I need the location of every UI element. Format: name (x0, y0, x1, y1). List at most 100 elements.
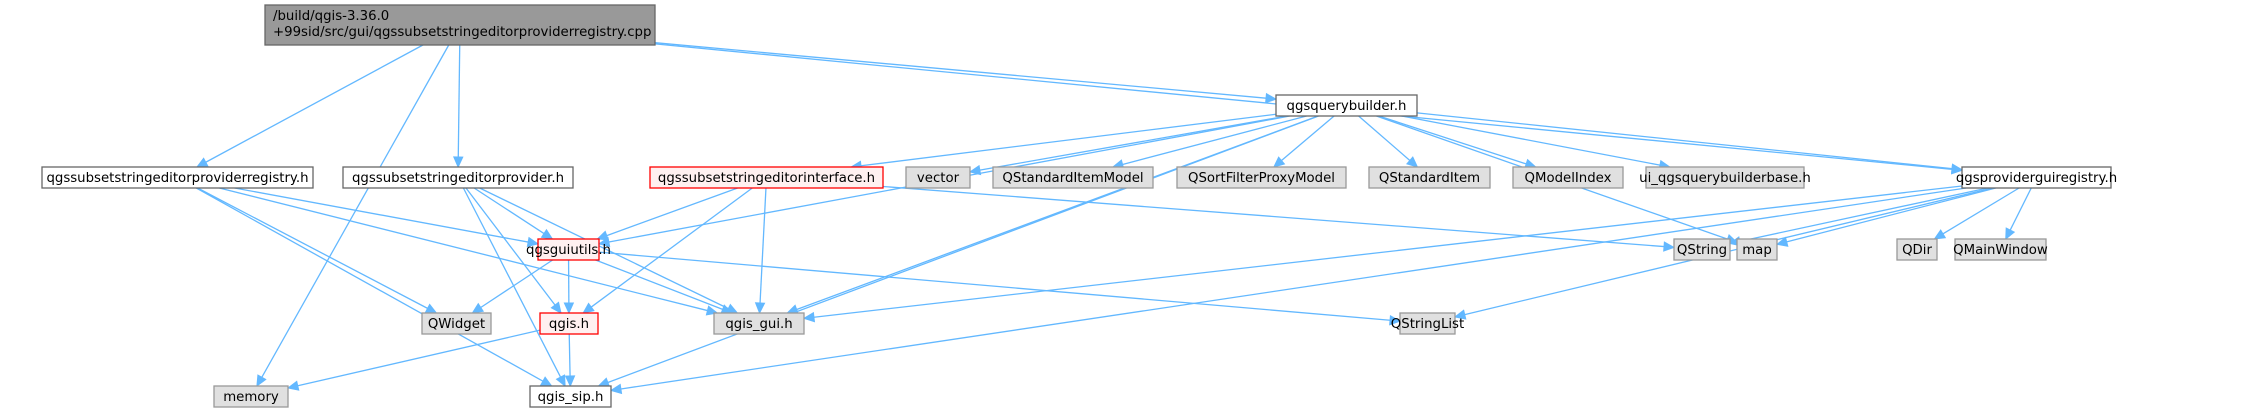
node-label: qgsproviderguiregistry.h (1956, 171, 2117, 186)
node-box (1176, 166, 1347, 189)
node-label: QModelIndex (1525, 171, 1612, 186)
arrowhead-icon (256, 374, 267, 388)
arrowhead-icon (596, 230, 610, 241)
edge-line (590, 187, 753, 308)
edge-registry_h-to-qwidget (197, 187, 438, 314)
edge-line (234, 187, 529, 243)
arrowhead-icon (802, 311, 816, 323)
node-label: QStringList (1391, 317, 1464, 332)
arrowhead-icon (1663, 241, 1676, 252)
edge-line (568, 333, 571, 377)
edge-guiregistry-to-map (1775, 187, 1996, 247)
edge-line (759, 187, 767, 304)
arrowhead-icon (582, 302, 595, 314)
node-qmainwindow: QMainWindow (1953, 238, 2048, 261)
node-map: map (1736, 238, 1778, 261)
arrowhead-icon (550, 301, 562, 314)
node-label: QWidget (428, 317, 485, 332)
edge-line (1122, 115, 1307, 166)
node-qstring: QString (1673, 238, 1731, 261)
node-label: qgssubsetstringeditorinterface.h (658, 171, 875, 186)
edge-guiutils-to-qwidget (471, 259, 553, 314)
edge-guiregistry-to-qgis_sip (609, 187, 1967, 395)
edge-root-to-provider_h (453, 44, 464, 169)
node-registry_h[interactable]: qgssubsetstringeditorproviderregistry.h (41, 166, 314, 189)
edge-line (205, 44, 424, 163)
arrowhead-icon (540, 228, 554, 240)
edge-line (219, 187, 708, 312)
edge-line (457, 44, 461, 158)
node-qstandarditemmodel: QStandardItemModel (992, 166, 1154, 189)
edge-querybuilder-to-interface_h (849, 113, 1277, 171)
edge-line (882, 185, 1665, 248)
node-provider_h[interactable]: qgssubsetstringeditorprovider.h (342, 166, 574, 189)
node-box (992, 166, 1154, 189)
arrowhead-icon (563, 302, 575, 315)
node-qgis_h[interactable]: qgis.h (539, 312, 599, 335)
arrowhead-icon (1406, 156, 1419, 168)
edge-line (1786, 187, 1996, 243)
edge-guiutils-to-qstringlist (598, 251, 1402, 326)
arrowhead-icon (968, 164, 982, 176)
node-box (1399, 312, 1456, 335)
edge-provider_h-to-qgis_h (465, 187, 562, 314)
edge-line (473, 187, 545, 235)
node-label: memory (223, 390, 279, 405)
node-label: qgssubsetstringeditorprovider.h (352, 171, 564, 186)
arrowhead-icon (754, 302, 766, 315)
edge-line (261, 44, 450, 378)
edge-line (598, 251, 1391, 321)
edge-line (1401, 115, 1661, 166)
arrowhead-icon (1272, 156, 1286, 168)
edge-line (197, 187, 428, 309)
node-label: qgssubsetstringeditorproviderregistry.h (46, 171, 308, 186)
node-box (713, 312, 805, 335)
edge-querybuilder-to-qgis_sip (597, 115, 1319, 388)
node-label: qgsguiutils.h (526, 243, 611, 258)
node-qstandarditem: QStandardItem (1368, 166, 1491, 189)
node-box (537, 238, 600, 261)
edge-line (1281, 115, 1335, 162)
node-box (421, 312, 492, 335)
edge-line (595, 259, 723, 310)
node-box (1961, 166, 2112, 189)
edge-line (620, 187, 1967, 390)
edge-line (1739, 187, 1988, 243)
edge-querybuilder-to-ui_base (1401, 115, 1671, 171)
node-guiutils[interactable]: qgsguiutils.h (526, 238, 611, 261)
arrowhead-icon (2005, 227, 2016, 241)
node-box (41, 166, 314, 189)
node-box (342, 166, 574, 189)
node-qsortfilterproxymodel: QSortFilterProxyModel (1176, 166, 1347, 189)
edge-guiregistry-to-qdir (1933, 187, 2020, 240)
edge-provider_h-to-guiutils (473, 187, 554, 240)
edge-guiutils-to-qgis_gui (595, 259, 734, 315)
node-box (529, 385, 612, 408)
node-label: /build/qgis-3.36.0 (273, 9, 389, 24)
edge-line (979, 115, 1288, 171)
node-label: QString (1677, 243, 1727, 258)
node-box (1512, 166, 1624, 189)
node-qstringlist: QStringList (1391, 312, 1464, 335)
node-guiregistry[interactable]: qgsproviderguiregistry.h (1956, 166, 2117, 189)
node-ui_base: ui_qgsquerybuilderbase.h (1639, 166, 1811, 189)
node-memory: memory (213, 385, 289, 408)
node-box (1645, 166, 1805, 189)
node-label: +99sid/src/gui/qgssubsetstringeditorprov… (273, 25, 651, 40)
edge-qgis_h-to-qgis_sip (564, 333, 576, 388)
node-interface_h[interactable]: qgssubsetstringeditorinterface.h (649, 166, 884, 189)
node-qmodelindex: QModelIndex (1512, 166, 1624, 189)
node-box (1275, 94, 1418, 117)
node-querybuilder[interactable]: qgsquerybuilder.h (1275, 94, 1418, 117)
node-root: /build/qgis-3.36.0+99sid/src/gui/qgssubs… (264, 4, 656, 46)
arrowhead-icon (1389, 314, 1402, 326)
edge-line (1942, 187, 2020, 235)
node-label: QMainWindow (1953, 243, 2048, 258)
node-qgis_sip[interactable]: qgis_sip.h (529, 385, 612, 408)
node-box (264, 4, 656, 46)
edge-line (1416, 112, 1953, 170)
edge-line (607, 115, 1319, 384)
node-qgis_gui: qgis_gui.h (713, 312, 805, 335)
edge-root-to-querybuilder (654, 42, 1278, 104)
node-label: map (1742, 243, 1772, 258)
